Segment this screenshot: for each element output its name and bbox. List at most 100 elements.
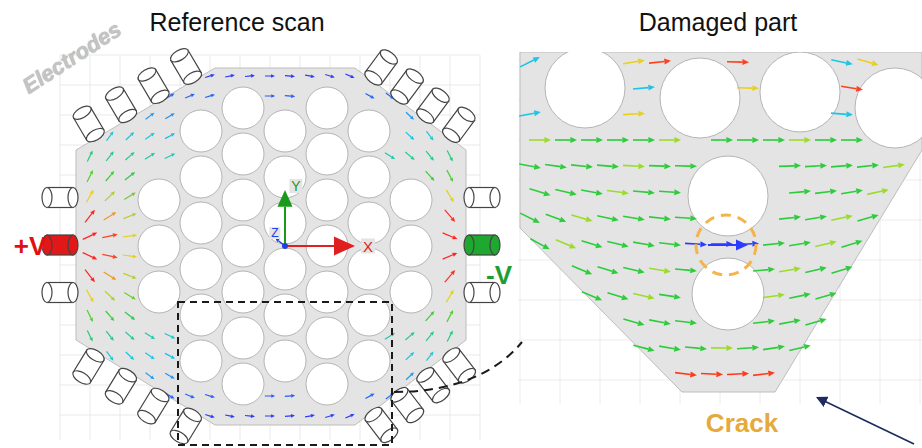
drawing-part (68, 283, 78, 303)
field-arrowhead (150, 113, 154, 117)
field-arrow (815, 243, 830, 246)
field-arrowhead (90, 210, 95, 215)
field-arrow (841, 243, 856, 247)
field-arrow (571, 165, 586, 167)
field-arrowhead (170, 113, 174, 117)
field-arrow (623, 61, 638, 63)
field-arrow (106, 174, 112, 181)
field-arrow (753, 373, 768, 375)
field-arrow (145, 353, 151, 357)
field-arrow (285, 95, 291, 97)
field-arrowhead (92, 233, 97, 237)
field-arrow (445, 210, 452, 218)
drawing-part (71, 368, 93, 387)
zoom-box (178, 302, 392, 445)
field-arrow (520, 213, 534, 220)
field-arrowhead (638, 216, 645, 222)
field-arrow (581, 190, 596, 193)
field-arrowhead (151, 336, 155, 340)
field-arrow (406, 112, 411, 117)
electrode (388, 66, 425, 107)
field-arrow (165, 353, 172, 356)
field-arrow (597, 216, 612, 219)
drawing-part (692, 258, 764, 330)
field-arrowhead (830, 189, 837, 195)
field-arrow (146, 115, 152, 119)
drawing-part (545, 52, 625, 128)
field-arrow (633, 294, 648, 297)
field-arrowhead (211, 94, 215, 97)
drawing-part (117, 107, 139, 126)
drawing-part (348, 156, 390, 198)
field-arrow (106, 311, 112, 318)
field-arrow (649, 268, 664, 270)
field-arrowhead (171, 153, 175, 156)
field-arrowhead (638, 58, 645, 64)
field-arrowhead (637, 320, 644, 326)
field-arrowhead (410, 352, 414, 356)
field-arrow (443, 233, 453, 237)
field-arrowhead (898, 162, 905, 168)
field-arrow (805, 321, 820, 325)
field-arrow (86, 193, 91, 202)
field-arrow (623, 113, 638, 115)
field-arrow (623, 268, 638, 271)
electrode (42, 235, 78, 255)
field-arrowhead (533, 57, 540, 63)
field-arrowhead (768, 319, 775, 325)
drawing-part (390, 179, 432, 221)
field-arrow (529, 139, 544, 141)
field-arrowhead (856, 188, 863, 194)
electrode (136, 65, 172, 106)
field-arrow (225, 76, 231, 77)
drawing-part (222, 271, 264, 313)
field-arrow (447, 314, 451, 322)
field-arrow (789, 243, 804, 245)
field-arrowhead (611, 268, 618, 274)
field-arrow (659, 139, 674, 141)
field-arrow (123, 236, 133, 237)
field-arrow (737, 87, 752, 89)
field-arrowhead (452, 253, 457, 257)
field-arrowhead (794, 318, 801, 324)
field-arrow (582, 292, 596, 298)
field-arrow (107, 351, 112, 357)
field-arrowhead (829, 292, 836, 298)
drawing-part (149, 87, 171, 106)
field-arrow (737, 139, 752, 141)
field-arrow (365, 93, 371, 96)
field-arrowhead (804, 189, 811, 195)
drawing-part (440, 125, 462, 145)
field-arrow (426, 334, 431, 340)
field-arrow (633, 345, 648, 349)
drawing-part (390, 225, 432, 267)
drawing-part (306, 271, 348, 313)
field-arrowhead (111, 297, 115, 301)
field-arrowhead (544, 137, 551, 143)
field-arrowhead (111, 212, 116, 216)
field-arrow (685, 243, 700, 246)
drawing-part (348, 340, 390, 382)
field-arrow (165, 333, 172, 336)
crack-label: Crack (706, 410, 778, 436)
field-arrowhead (559, 217, 566, 223)
field-arrowhead (794, 163, 801, 169)
field-arrow (815, 295, 830, 299)
field-arrowhead (664, 268, 671, 274)
field-arrow (623, 319, 638, 323)
field-arrowhead (430, 157, 434, 161)
field-arrowhead (111, 191, 115, 195)
field-arrow (426, 171, 432, 178)
field-arrow (245, 75, 251, 77)
drawing-part (490, 235, 500, 255)
field-arrowhead (595, 243, 602, 249)
field-arrowhead (450, 290, 454, 295)
field-arrowhead (690, 320, 697, 326)
field-arrow (86, 290, 91, 299)
field-arrowhead (131, 172, 135, 176)
drawing-part (68, 188, 78, 208)
field-arrow (124, 292, 132, 297)
drawing-part (464, 235, 474, 255)
field-arrowhead (271, 414, 275, 418)
